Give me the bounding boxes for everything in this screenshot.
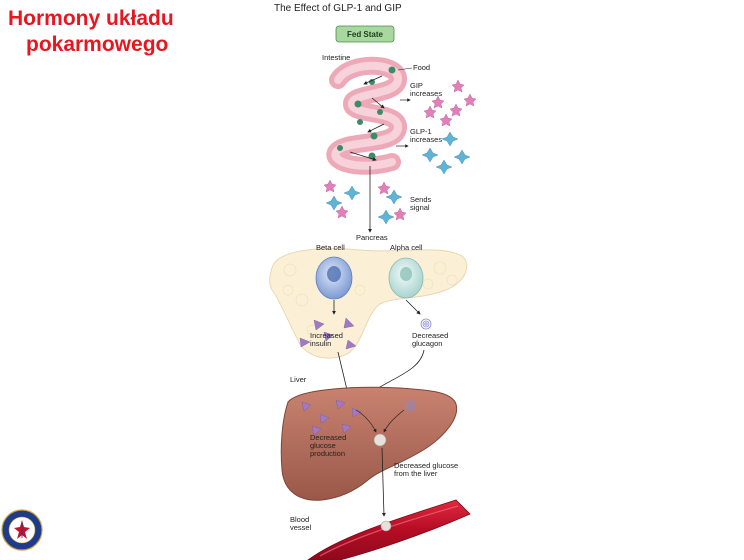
liver-insulin-triangles <box>301 399 362 436</box>
insulin-to-liver-arrow <box>337 351 350 395</box>
fed-state-badge <box>335 25 395 43</box>
glp1-increases-label: increases <box>410 135 442 144</box>
liver <box>280 386 458 501</box>
glucose-production-label-1: Decreased <box>310 433 346 442</box>
beta-cell-nucleus <box>327 266 341 282</box>
glp1-stars <box>421 131 471 175</box>
liver-glucagon-particle <box>404 400 416 412</box>
gip-stars <box>423 79 477 127</box>
signal-gip-stars <box>323 179 407 221</box>
glp1-label: GLP-1 <box>410 127 432 136</box>
diagram-title: The Effect of GLP-1 and GIP <box>274 3 402 14</box>
sends-label: Sends <box>410 195 432 204</box>
glucagon-particle <box>420 318 432 330</box>
blood-glucose-molecule <box>380 520 392 532</box>
insulin-triangles <box>299 317 357 350</box>
pancreas-texture <box>282 261 458 336</box>
insulin-label-1: Increased <box>310 331 343 340</box>
slide-title-line-1: Hormony układu <box>8 7 174 30</box>
glucose-liver-label-1: Decreased glucose <box>394 461 458 470</box>
alpha-cell-nucleus <box>400 267 412 281</box>
blood-vessel-highlight <box>319 505 459 557</box>
fed-state-label: Fed State <box>347 30 384 39</box>
slide-title-line-2: pokarmowego <box>26 33 169 56</box>
glucagon-label-1: Decreased <box>412 331 448 340</box>
signal-label: signal <box>410 203 430 212</box>
signal-glp1-stars <box>325 185 403 225</box>
food-label: Food <box>413 63 430 72</box>
glucagon-label-2: glucagon <box>412 339 442 348</box>
beta-cell-label: Beta cell <box>316 243 345 252</box>
insulin-label-2: insulin <box>310 339 331 348</box>
alpha-cell-label: Alpha cell <box>390 243 423 252</box>
glucose-liver-label-2: from the liver <box>394 469 438 478</box>
intestine-lumen <box>331 61 402 170</box>
liver-label: Liver <box>290 375 307 384</box>
glucose-production-label-2: glucose <box>310 441 336 450</box>
glucose-molecule <box>373 433 387 447</box>
vessel-label: vessel <box>290 523 312 532</box>
blood-label: Blood <box>290 515 309 524</box>
food-particles <box>337 66 396 160</box>
gip-label: GIP <box>410 81 423 90</box>
slide-title: Hormony układu pokarmowego <box>8 6 174 58</box>
pancreas-label: Pancreas <box>356 233 388 242</box>
intestine-flow-arrows <box>349 75 385 161</box>
university-seal-logo <box>1 509 43 551</box>
food-pointer <box>397 67 413 71</box>
liver-to-blood-arrow <box>381 447 386 517</box>
glucagon-effect-arrow <box>383 409 405 433</box>
intestine-label: Intestine <box>322 53 350 62</box>
alpha-cell-arrow <box>405 299 421 315</box>
gip-increases-label: increases <box>410 89 442 98</box>
glucose-production-label-3: production <box>310 449 345 458</box>
insulin-effect-arrow <box>355 409 377 433</box>
